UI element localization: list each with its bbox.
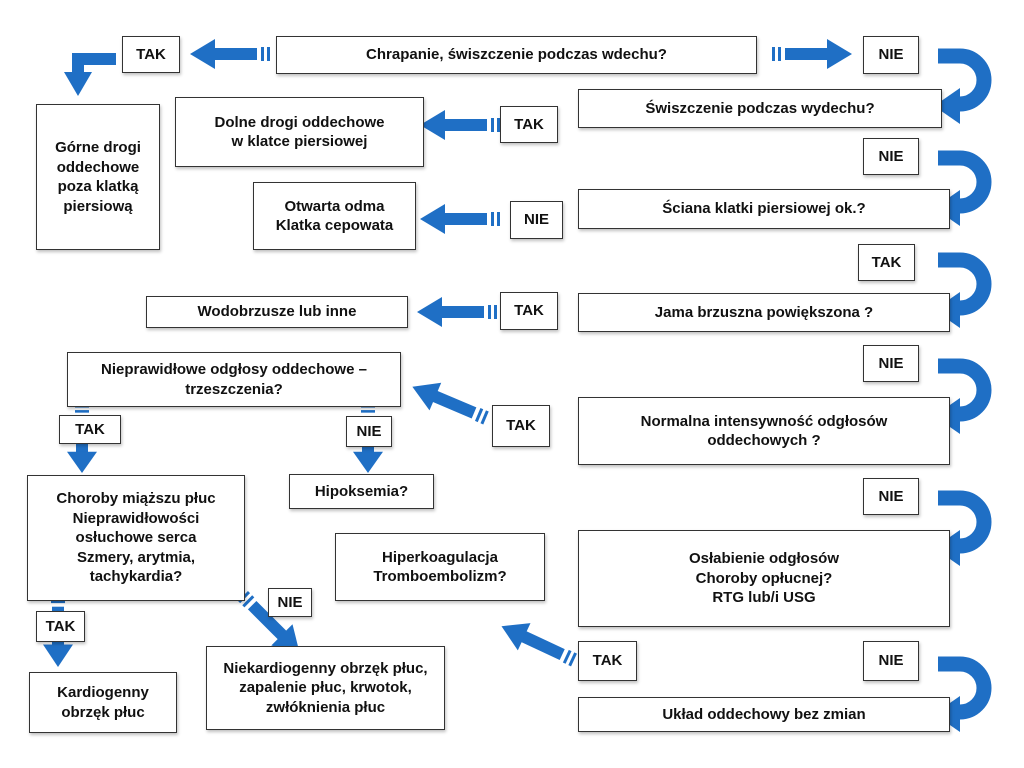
yes-label: TAK [122, 36, 180, 73]
question-box: Nieprawidłowe odgłosy oddechowe – trzesz… [67, 352, 401, 407]
outcome-box: Kardiogenny obrzęk płuc [29, 672, 177, 733]
question-box: Jama brzuszna powiększona ? [578, 293, 950, 332]
yes-label: TAK [500, 106, 558, 143]
outcome-box: Hipoksemia? [289, 474, 434, 509]
no-label: NIE [863, 138, 919, 175]
yes-label: TAK [858, 244, 915, 281]
question-box: Normalna intensywność odgłosów oddechowy… [578, 397, 950, 465]
no-label: NIE [863, 478, 919, 515]
yes-label: TAK [578, 641, 637, 681]
arrow-left-icon [190, 39, 270, 69]
no-label: NIE [863, 36, 919, 74]
no-label: NIE [863, 641, 919, 681]
arrow-right-icon [772, 39, 852, 69]
yes-label: TAK [36, 611, 85, 642]
outcome-box: Choroby miąższu płuc Nieprawidłowości os… [27, 475, 245, 601]
outcome-box: Górne drogi oddechowe poza klatką piersi… [36, 104, 160, 250]
question-box: Świszczenie podczas wydechu? [578, 89, 942, 128]
arrow-bent-down-icon [64, 53, 116, 96]
arrow-left-icon [417, 297, 497, 327]
yes-label: TAK [59, 415, 121, 444]
arrow-diagonal-icon [495, 612, 581, 674]
yes-label: TAK [492, 405, 550, 447]
arrow-left-icon [420, 110, 500, 140]
yes-label: TAK [500, 292, 558, 330]
outcome-box: Dolne drogi oddechowe w klatce piersiowe… [175, 97, 424, 167]
no-label: NIE [863, 345, 919, 382]
question-box: Osłabienie odgłosów Choroby opłucnej? RT… [578, 530, 950, 627]
outcome-box: Wodobrzusze lub inne [146, 296, 408, 328]
arrow-left-icon [420, 204, 500, 234]
no-label: NIE [346, 416, 392, 447]
question-box: Ściana klatki piersiowej ok.? [578, 189, 950, 229]
outcome-box: Hiperkoagulacja Tromboembolizm? [335, 533, 545, 601]
arrow-diagonal-icon [406, 372, 492, 432]
no-label: NIE [510, 201, 563, 239]
no-label: NIE [268, 588, 312, 617]
outcome-box: Niekardiogenny obrzęk płuc, zapalenie pł… [206, 646, 445, 730]
question-box: Chrapanie, świszczenie podczas wdechu? [276, 36, 757, 74]
question-box: Układ oddechowy bez zmian [578, 697, 950, 732]
outcome-box: Otwarta odma Klatka cepowata [253, 182, 416, 250]
